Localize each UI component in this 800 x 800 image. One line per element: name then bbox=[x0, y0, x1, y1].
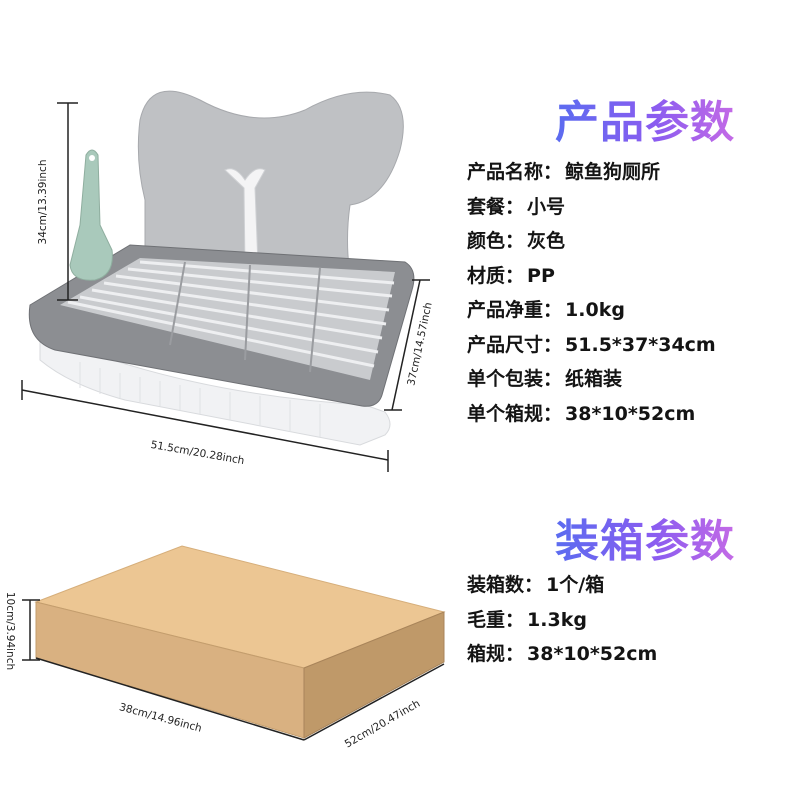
packing-params-heading: 装箱参数 bbox=[555, 505, 735, 569]
spec-row-size: 产品尺寸：51.5*37*34cm bbox=[467, 333, 716, 356]
spec-row-color: 颜色：灰色 bbox=[467, 230, 566, 252]
carton-height-label: 10cm/3.94inch bbox=[4, 591, 16, 671]
toilet-base-ribs bbox=[79, 362, 321, 437]
spec-row-units-per-carton: 装箱数：1个/箱 bbox=[467, 574, 605, 596]
carton-depth-dimension-line bbox=[303, 663, 445, 741]
spec-row-net-weight: 产品净重：1.0kg bbox=[467, 299, 625, 321]
spec-value: 小号 bbox=[527, 195, 566, 218]
carton-width-dimension-line bbox=[35, 657, 305, 741]
spec-row-material: 材质：PP bbox=[467, 264, 555, 287]
spec-value: 1.0kg bbox=[565, 299, 625, 321]
carton-side-face bbox=[303, 611, 445, 739]
spec-value: 1.3kg bbox=[527, 608, 587, 631]
carton-box-illustration bbox=[22, 545, 446, 741]
spec-row-single-carton: 单个箱规：38*10*52cm bbox=[467, 402, 696, 425]
spec-value: PP bbox=[527, 264, 555, 287]
scoop bbox=[69, 149, 113, 281]
carton-height-dimension-line bbox=[22, 599, 40, 661]
whale-tail-post bbox=[224, 168, 266, 269]
spec-label: 单个包装 bbox=[467, 368, 544, 390]
scoop-hole bbox=[89, 155, 95, 161]
tray-grid-dividers bbox=[169, 261, 321, 373]
spec-value: 51.5*37*34cm bbox=[565, 333, 716, 356]
packing-spec-list: 装箱数：1个/箱 毛重：1.3kg 箱规：38*10*52cm bbox=[467, 568, 657, 672]
spec-value: 灰色 bbox=[527, 230, 566, 252]
height-dimension-line bbox=[57, 102, 78, 301]
spec-label: 单个箱规 bbox=[467, 402, 544, 425]
tray-grid-lines bbox=[67, 260, 395, 368]
spec-label: 产品净重 bbox=[467, 299, 544, 321]
product-spec-list: 产品名称：鲸鱼狗厕所 套餐：小号 颜色：灰色 材质：PP 产品净重：1.0kg … bbox=[467, 155, 716, 431]
spec-label: 箱规 bbox=[467, 643, 506, 665]
whale-backboard bbox=[137, 90, 404, 276]
spec-row-package: 套餐：小号 bbox=[467, 195, 566, 218]
spec-row-single-package: 单个包装：纸箱装 bbox=[467, 368, 623, 390]
spec-label: 颜色 bbox=[467, 230, 506, 252]
spec-label: 材质 bbox=[467, 264, 506, 287]
spec-value: 鲸鱼狗厕所 bbox=[565, 161, 661, 183]
spec-label: 产品名称 bbox=[467, 161, 544, 183]
spec-value: 1个/箱 bbox=[546, 574, 605, 596]
spec-value: 38*10*52cm bbox=[565, 402, 696, 425]
dog-toilet-illustration bbox=[21, 90, 430, 472]
spec-row-gross-weight: 毛重：1.3kg bbox=[467, 608, 587, 631]
depth-dimension-line bbox=[384, 279, 430, 411]
spec-label: 套餐 bbox=[467, 195, 506, 218]
toilet-base bbox=[39, 329, 391, 446]
product-params-heading: 产品参数 bbox=[555, 86, 735, 150]
spec-label: 装箱数 bbox=[467, 574, 525, 596]
spec-row-carton-size: 箱规：38*10*52cm bbox=[467, 643, 658, 665]
spec-label: 毛重 bbox=[467, 608, 506, 631]
spec-value: 38*10*52cm bbox=[527, 643, 658, 665]
spec-label: 产品尺寸 bbox=[467, 333, 544, 356]
product-height-label: 34cm/13.39inch bbox=[37, 159, 49, 245]
spec-value: 纸箱装 bbox=[565, 368, 623, 390]
spec-row-product-name: 产品名称：鲸鱼狗厕所 bbox=[467, 161, 661, 183]
width-dimension-line bbox=[21, 380, 389, 472]
